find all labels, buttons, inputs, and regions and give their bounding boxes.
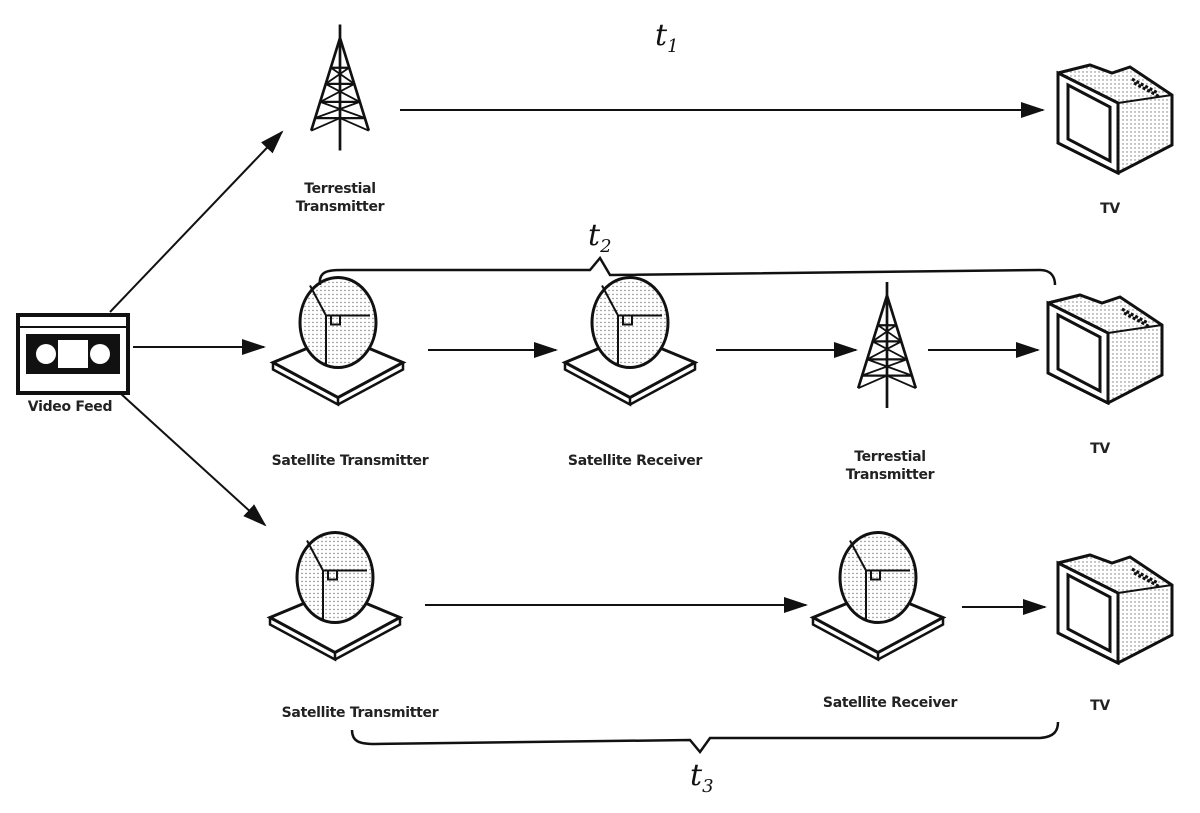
label-terrestrial-row1: Terrestial Transmitter <box>295 181 385 215</box>
label-tv-row1: TV <box>1100 201 1120 217</box>
label-video-feed: Video Feed <box>27 399 113 415</box>
label-sat-rx-row2: Satellite Receiver <box>567 453 703 469</box>
satellite-dish-icon <box>811 530 945 662</box>
tower-icon <box>856 280 918 410</box>
label-sat-tx-row3: Satellite Transmitter <box>281 705 439 721</box>
label-sat-rx-row3: Satellite Receiver <box>822 695 958 711</box>
tv-icon <box>1056 553 1174 665</box>
brace-t2 <box>318 255 1057 286</box>
label-terrestrial-row2: Terrestial Transmitter <box>845 449 935 483</box>
tv-icon <box>1056 63 1174 175</box>
annotation-t2: t2 <box>588 218 612 257</box>
arrow-feed-to-terrestrial <box>109 130 284 313</box>
satellite-dish-icon <box>563 275 697 407</box>
tv-icon <box>1046 293 1164 405</box>
label-tv-row3: TV <box>1090 698 1110 714</box>
annotation-t3: t3 <box>690 758 714 797</box>
annotation-t1: t1 <box>655 18 679 57</box>
label-tv-row2: TV <box>1090 441 1110 457</box>
brace-t3 <box>350 721 1060 755</box>
arrow-feed-to-sat-tx-row3 <box>119 392 267 527</box>
label-sat-tx-row2: Satellite Transmitter <box>271 453 429 469</box>
tower-icon <box>309 22 371 153</box>
satellite-dish-icon <box>268 530 402 662</box>
satellite-dish-icon <box>271 275 405 407</box>
vhs-cassette-icon <box>16 313 130 395</box>
